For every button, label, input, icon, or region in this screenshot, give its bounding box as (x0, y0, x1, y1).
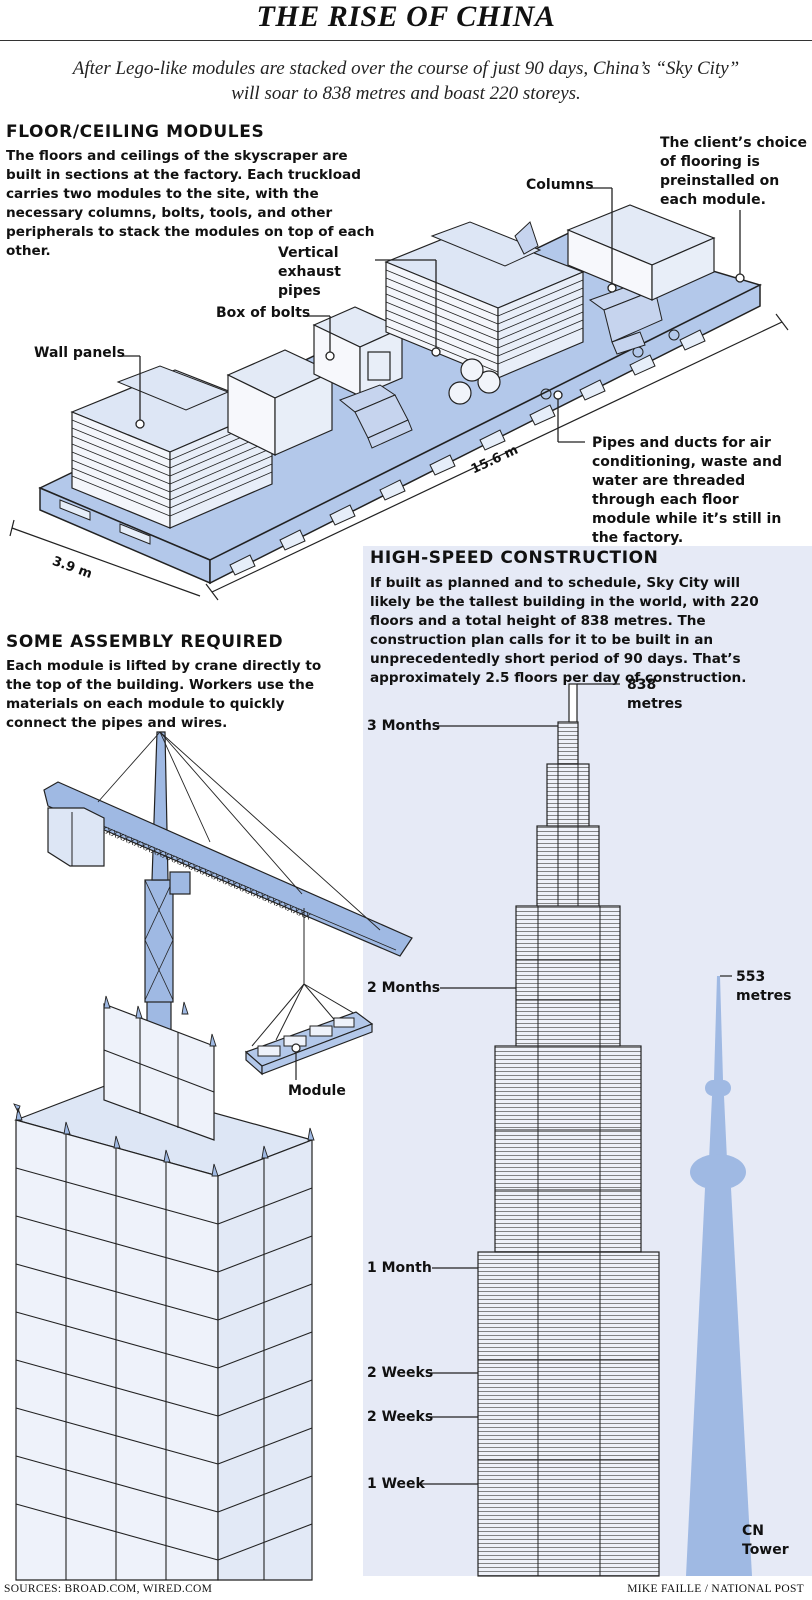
assembly-heading: SOME ASSEMBLY REQUIRED (6, 632, 284, 652)
construction-body: If built as planned and to schedule, Sky… (370, 575, 759, 686)
module-illustration (9, 187, 789, 601)
cn-tower-label: CN Tower (742, 1523, 789, 1558)
bolts-callout: Box of bolts (216, 305, 311, 321)
floor-modules-heading: FLOOR/CEILING MODULES (6, 122, 265, 142)
subtitle: After Lego-like modules are stacked over… (72, 58, 740, 104)
timeline-label-2-weeks-a: 2 Weeks (367, 1365, 434, 1381)
construction-heading: HIGH-SPEED CONSTRUCTION (370, 548, 659, 568)
page-title: THE RISE OF CHINA (256, 0, 556, 33)
flooring-callout: The client’s choice of flooring is prein… (660, 135, 807, 208)
assembly-body: Each module is lifted by crane directly … (6, 658, 322, 731)
timeline-label-1-week: 1 Week (367, 1476, 425, 1492)
module-label: Module (288, 1083, 346, 1099)
pipes-callout: Pipes and ducts for air conditioning, wa… (592, 435, 782, 546)
crane-building-illustration: XXXXXXXXXXXXXXXXXXXXXXXXXXXXXXXXXXXXXXX (13, 731, 413, 1581)
cn-tower-height-label: 553 metres (736, 969, 792, 1004)
sources-footer: SOURCES: BROAD.COM, WIRED.COM (4, 1583, 213, 1595)
timeline-label-1-month: 1 Month (367, 1260, 432, 1276)
timeline-label-2-weeks-b: 2 Weeks (367, 1409, 434, 1425)
timeline-label-3-months: 3 Months (367, 718, 441, 734)
timeline-label-2-months: 2 Months (367, 980, 441, 996)
sky-city-height-label: 838 metres (627, 677, 683, 712)
credit-footer: MIKE FAILLE / NATIONAL POST (627, 1583, 804, 1595)
floor-modules-body: The floors and ceilings of the skyscrape… (6, 148, 375, 259)
svg-text:XXXXXXXXXXXXXXXXXXXXXXXXXXXXXX: XXXXXXXXXXXXXXXXXXXXXXXXXXXXXXXXXXXXXXX (87, 820, 312, 923)
wall-panels-callout: Wall panels (34, 345, 125, 361)
title-rule (0, 40, 812, 41)
columns-callout: Columns (526, 177, 594, 193)
exhaust-callout: Vertical exhaust pipes (278, 245, 341, 299)
